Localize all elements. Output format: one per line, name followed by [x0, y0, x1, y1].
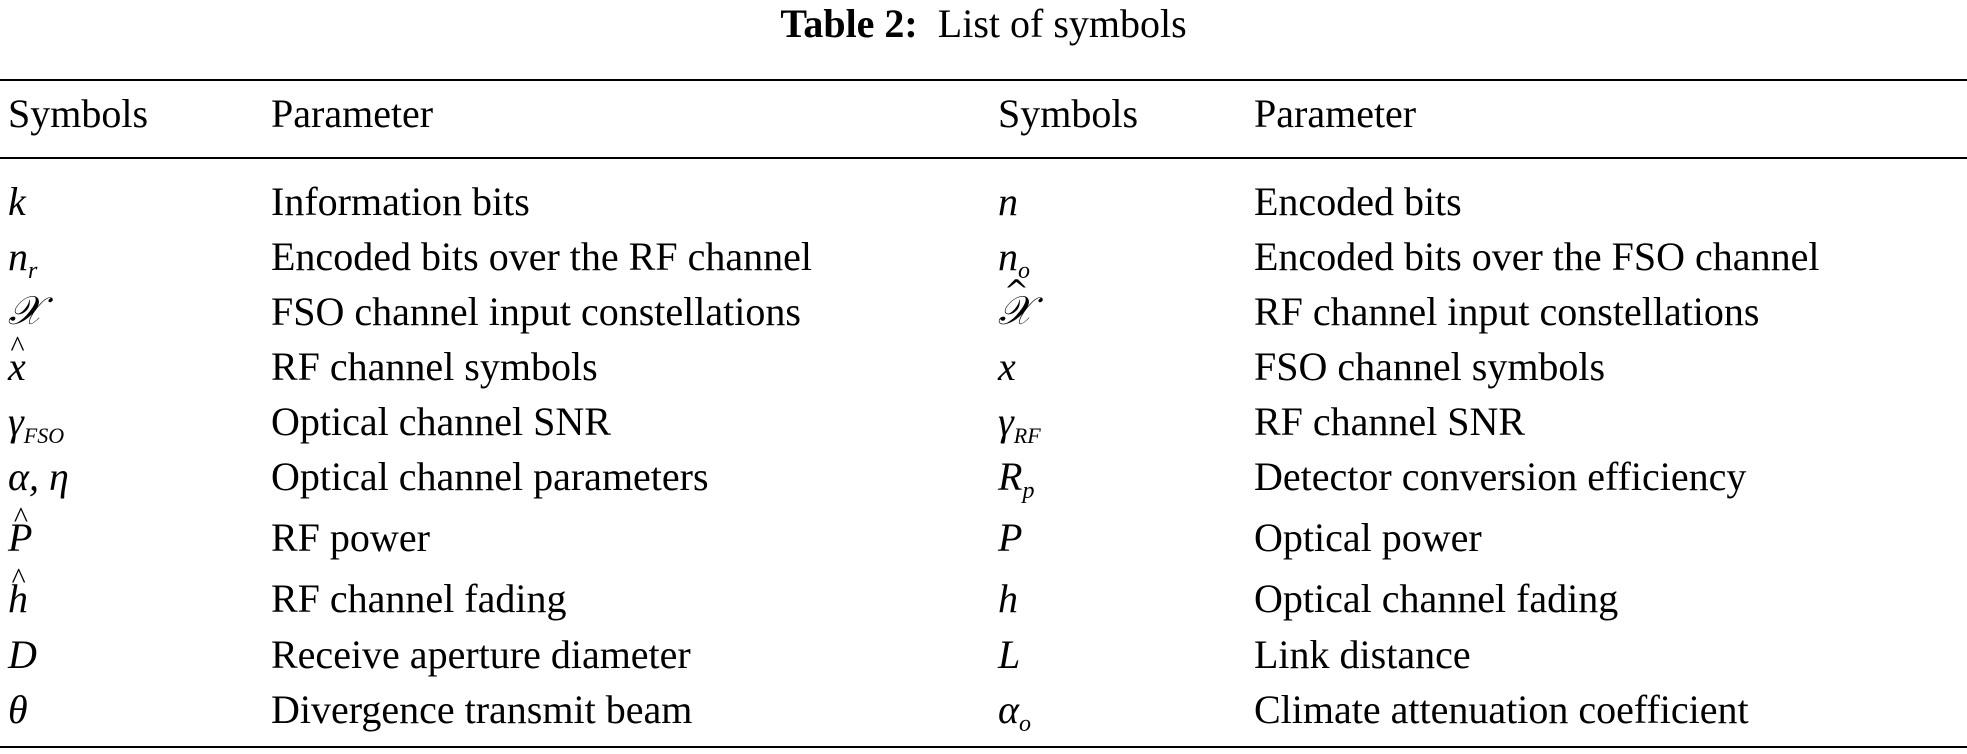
table-row: 𝒳 FSO channel input constellations 𝒳 RF … [0, 284, 1967, 339]
parameter-cell: Optical channel fading [1254, 576, 1619, 621]
header-rule [0, 157, 1967, 159]
symbol-cell: x [998, 344, 1016, 389]
symbol-cell: D [8, 632, 37, 677]
parameter-cell: Encoded bits over the RF channel [271, 234, 812, 279]
symbol-cell: γRF [998, 399, 1041, 448]
parameter-cell: Divergence transmit beam [271, 687, 693, 732]
table-row: h RF channel fading h Optical channel fa… [0, 571, 1967, 626]
parameter-cell: RF channel symbols [271, 344, 598, 389]
top-rule [0, 79, 1967, 81]
symbol-cell: n [998, 179, 1018, 224]
parameter-cell: Optical power [1254, 515, 1482, 560]
symbol-cell: 𝒳 [998, 284, 1032, 339]
table-row: k Information bits n Encoded bits [0, 174, 1967, 229]
table-row: D Receive aperture diameter L Link dista… [0, 627, 1967, 682]
parameter-cell: RF channel fading [271, 576, 567, 621]
parameter-cell: Detector conversion efficiency [1254, 454, 1747, 499]
parameter-cell: Link distance [1254, 632, 1471, 677]
symbol-cell: Rp [998, 454, 1035, 504]
parameter-cell: Information bits [271, 179, 530, 224]
table-header-row: Symbols Parameter Symbols Parameter [0, 84, 1967, 144]
table-row: α, η Optical channel parameters Rp Detec… [0, 449, 1967, 504]
table-row: θ Divergence transmit beam αo Climate at… [0, 682, 1967, 737]
parameter-cell: RF power [271, 515, 430, 560]
caption-text: List of symbols [937, 1, 1187, 46]
symbol-cell: θ [8, 687, 28, 732]
symbol-cell: h [8, 571, 28, 626]
symbol-cell: αo [998, 687, 1031, 737]
header-symbols-left: Symbols [8, 91, 149, 136]
table-row: x RF channel symbols x FSO channel symbo… [0, 339, 1967, 394]
parameter-cell: Receive aperture diameter [271, 632, 691, 677]
parameter-cell: Climate attenuation coefficient [1254, 687, 1749, 732]
header-symbols-right: Symbols [998, 91, 1139, 136]
parameter-cell: Optical channel SNR [271, 399, 611, 444]
header-parameter-right: Parameter [1254, 91, 1417, 136]
table-caption: Table 2: List of symbols [0, 0, 1967, 48]
symbol-cell: γFSO [8, 399, 65, 448]
header-parameter-left: Parameter [271, 91, 434, 136]
parameter-cell: Encoded bits over the FSO channel [1254, 234, 1820, 279]
table-row: nr Encoded bits over the RF channel no E… [0, 229, 1967, 284]
symbol-cell: k [8, 179, 26, 224]
table-row: γFSO Optical channel SNR γRF RF channel … [0, 394, 1967, 449]
parameter-cell: Optical channel parameters [271, 454, 709, 499]
bottom-rule [0, 746, 1967, 748]
parameter-cell: RF channel SNR [1254, 399, 1526, 444]
parameter-cell: FSO channel symbols [1254, 344, 1606, 389]
symbol-cell: P [998, 515, 1023, 560]
parameter-cell: Encoded bits [1254, 179, 1462, 224]
symbol-cell: x [8, 339, 26, 394]
parameter-cell: RF channel input constellations [1254, 289, 1760, 334]
table-row: P RF power P Optical power [0, 510, 1967, 565]
symbol-cell: L [998, 632, 1021, 677]
caption-label: Table 2: [780, 1, 918, 46]
symbol-cell: h [998, 576, 1018, 621]
symbol-cell: nr [8, 234, 38, 284]
parameter-cell: FSO channel input constellations [271, 289, 801, 334]
